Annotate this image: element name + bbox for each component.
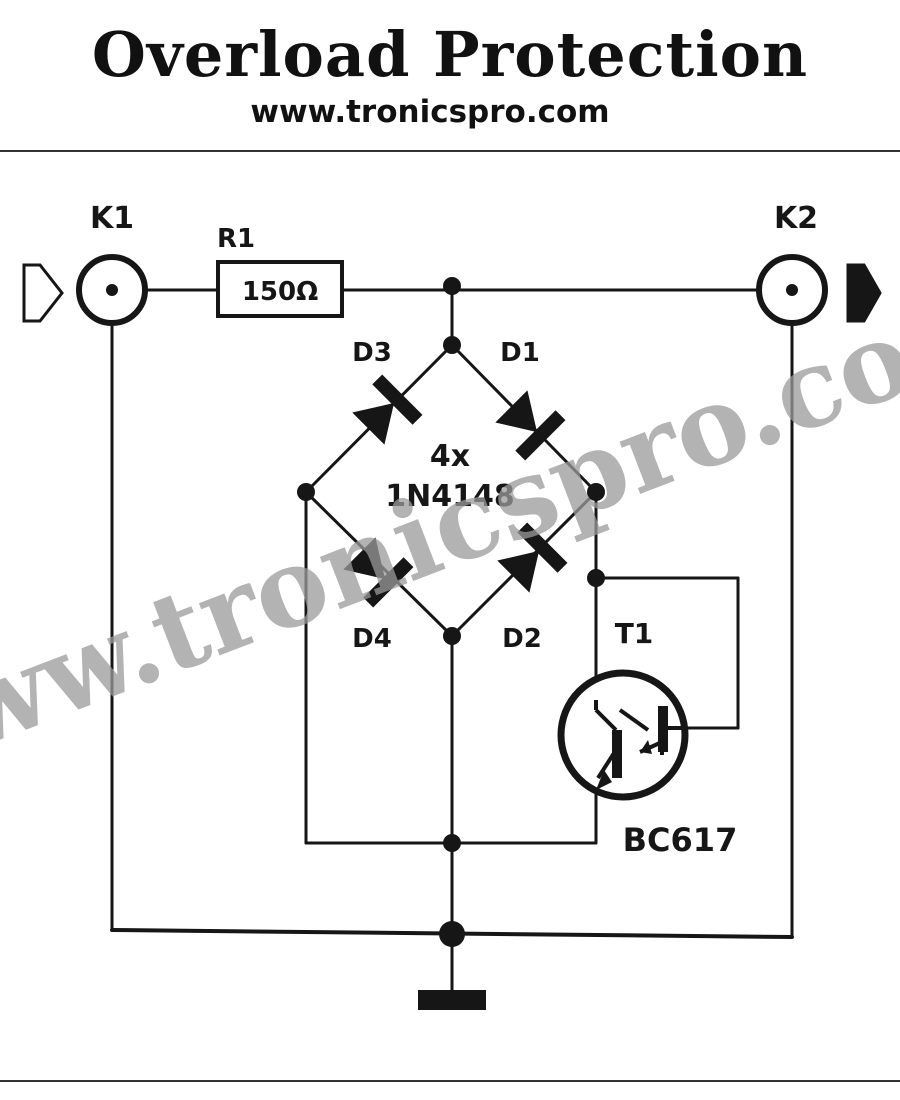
label-k1: K1 bbox=[90, 201, 134, 236]
junction-bridge-right bbox=[587, 483, 605, 501]
label-d4: D4 bbox=[352, 624, 392, 654]
junction-top bbox=[443, 277, 461, 295]
label-t1: T1 bbox=[615, 617, 654, 650]
connector-k2 bbox=[756, 254, 828, 326]
diode-d1 bbox=[495, 390, 566, 461]
diode-d2 bbox=[497, 522, 568, 593]
watermark-text: www.tronicspro.com bbox=[0, 253, 900, 809]
transistor-t1 bbox=[557, 669, 689, 801]
junction-bridge-bottom bbox=[443, 627, 461, 645]
ground-symbol bbox=[418, 990, 486, 1010]
diode-d3 bbox=[352, 374, 423, 445]
label-diode-quantity: 4x bbox=[430, 439, 470, 474]
input-arrow-icon bbox=[22, 263, 64, 323]
label-t1-part: BC617 bbox=[623, 821, 738, 859]
label-k2: K2 bbox=[774, 201, 818, 236]
label-d2: D2 bbox=[502, 624, 542, 654]
output-arrow-icon bbox=[846, 263, 882, 323]
site-url: www.tronicspro.com bbox=[250, 94, 610, 130]
label-d3: D3 bbox=[352, 338, 392, 368]
page-title: Overload Protection bbox=[91, 18, 809, 91]
junction-bridge-left bbox=[297, 483, 315, 501]
label-diode-part: 1N4148 bbox=[385, 479, 514, 514]
junction-emitter-line bbox=[443, 834, 461, 852]
junction-ground bbox=[439, 921, 465, 947]
label-d1: D1 bbox=[500, 338, 540, 368]
diode-d4 bbox=[343, 537, 414, 608]
label-r1-value: 150Ω bbox=[242, 277, 318, 307]
footer-divider bbox=[0, 1080, 900, 1082]
connector-k1 bbox=[76, 254, 148, 326]
junction-base bbox=[587, 569, 605, 587]
header-divider bbox=[0, 150, 900, 152]
resistor-r1 bbox=[216, 260, 344, 318]
label-r1: R1 bbox=[217, 224, 255, 254]
junction-bridge-top bbox=[443, 336, 461, 354]
